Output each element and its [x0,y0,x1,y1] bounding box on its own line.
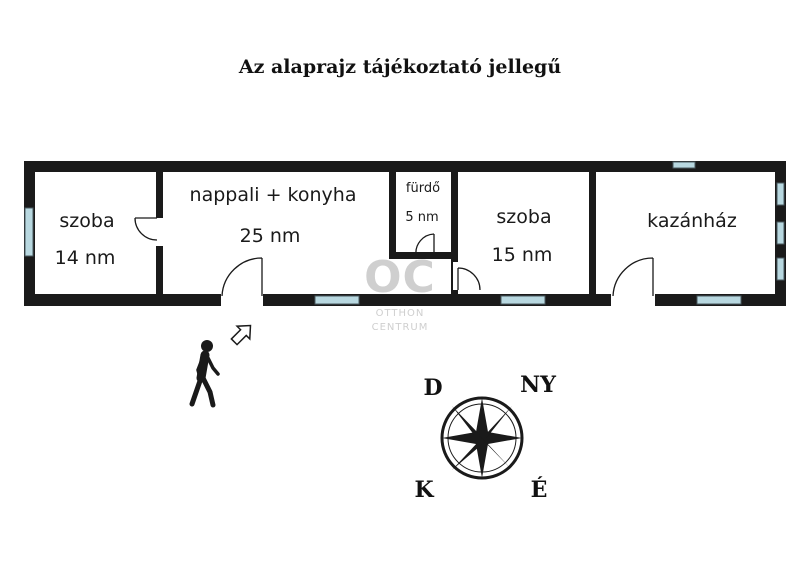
room-1-name: szoba [59,210,114,232]
window-east-3 [776,257,785,281]
window-szoba-15 [500,295,546,305]
door-szoba-14 [134,217,158,241]
wall-furdo-szoba [451,161,458,306]
window-east-2 [776,221,785,245]
window-east-1 [776,182,785,206]
door-kazanhaz [612,257,654,297]
door-nappali [221,257,263,297]
entrance-arrow-icon [230,324,252,346]
wall-top [24,161,786,172]
windows [24,161,785,305]
wall-nappali-furdo [389,161,396,258]
plan-title: Az alaprajz tájékoztató jellegű [238,56,562,78]
room-2-area: 25 nm [240,225,301,247]
room-5-name: kazánház [647,210,737,232]
compass-ny: NY [520,372,556,398]
window-west [24,207,34,257]
door-furdo [415,233,435,256]
watermark: OC OTTHON CENTRUM [364,252,435,333]
compass-rose-icon [440,396,524,480]
door-szoba-15 [457,267,481,291]
walking-person-icon [189,340,220,408]
window-top [672,161,696,169]
room-3-name: fürdő [406,181,440,196]
wall-bottom [24,294,786,306]
wall-szoba-kazanhaz [589,161,596,306]
room-4-name: szoba [496,206,551,228]
doors [134,217,654,297]
room-3-area: 5 nm [405,210,438,225]
window-nappali [314,295,360,305]
wall-furdo-bottom [389,252,456,259]
room-2-name: nappali + konyha [190,184,357,206]
room-labels: szoba 14 nm nappali + konyha 25 nm fürdő… [55,181,737,269]
compass-k: K [414,477,434,503]
door-gaps [156,218,655,306]
room-4-area: 15 nm [492,244,553,266]
watermark-line1: OTTHON [376,308,425,319]
watermark-line2: CENTRUM [372,322,429,333]
compass-e: É [531,476,548,503]
compass: D NY K É [414,372,556,503]
room-1-area: 14 nm [55,247,116,269]
window-kazanhaz [696,295,742,305]
compass-d: D [423,375,442,401]
